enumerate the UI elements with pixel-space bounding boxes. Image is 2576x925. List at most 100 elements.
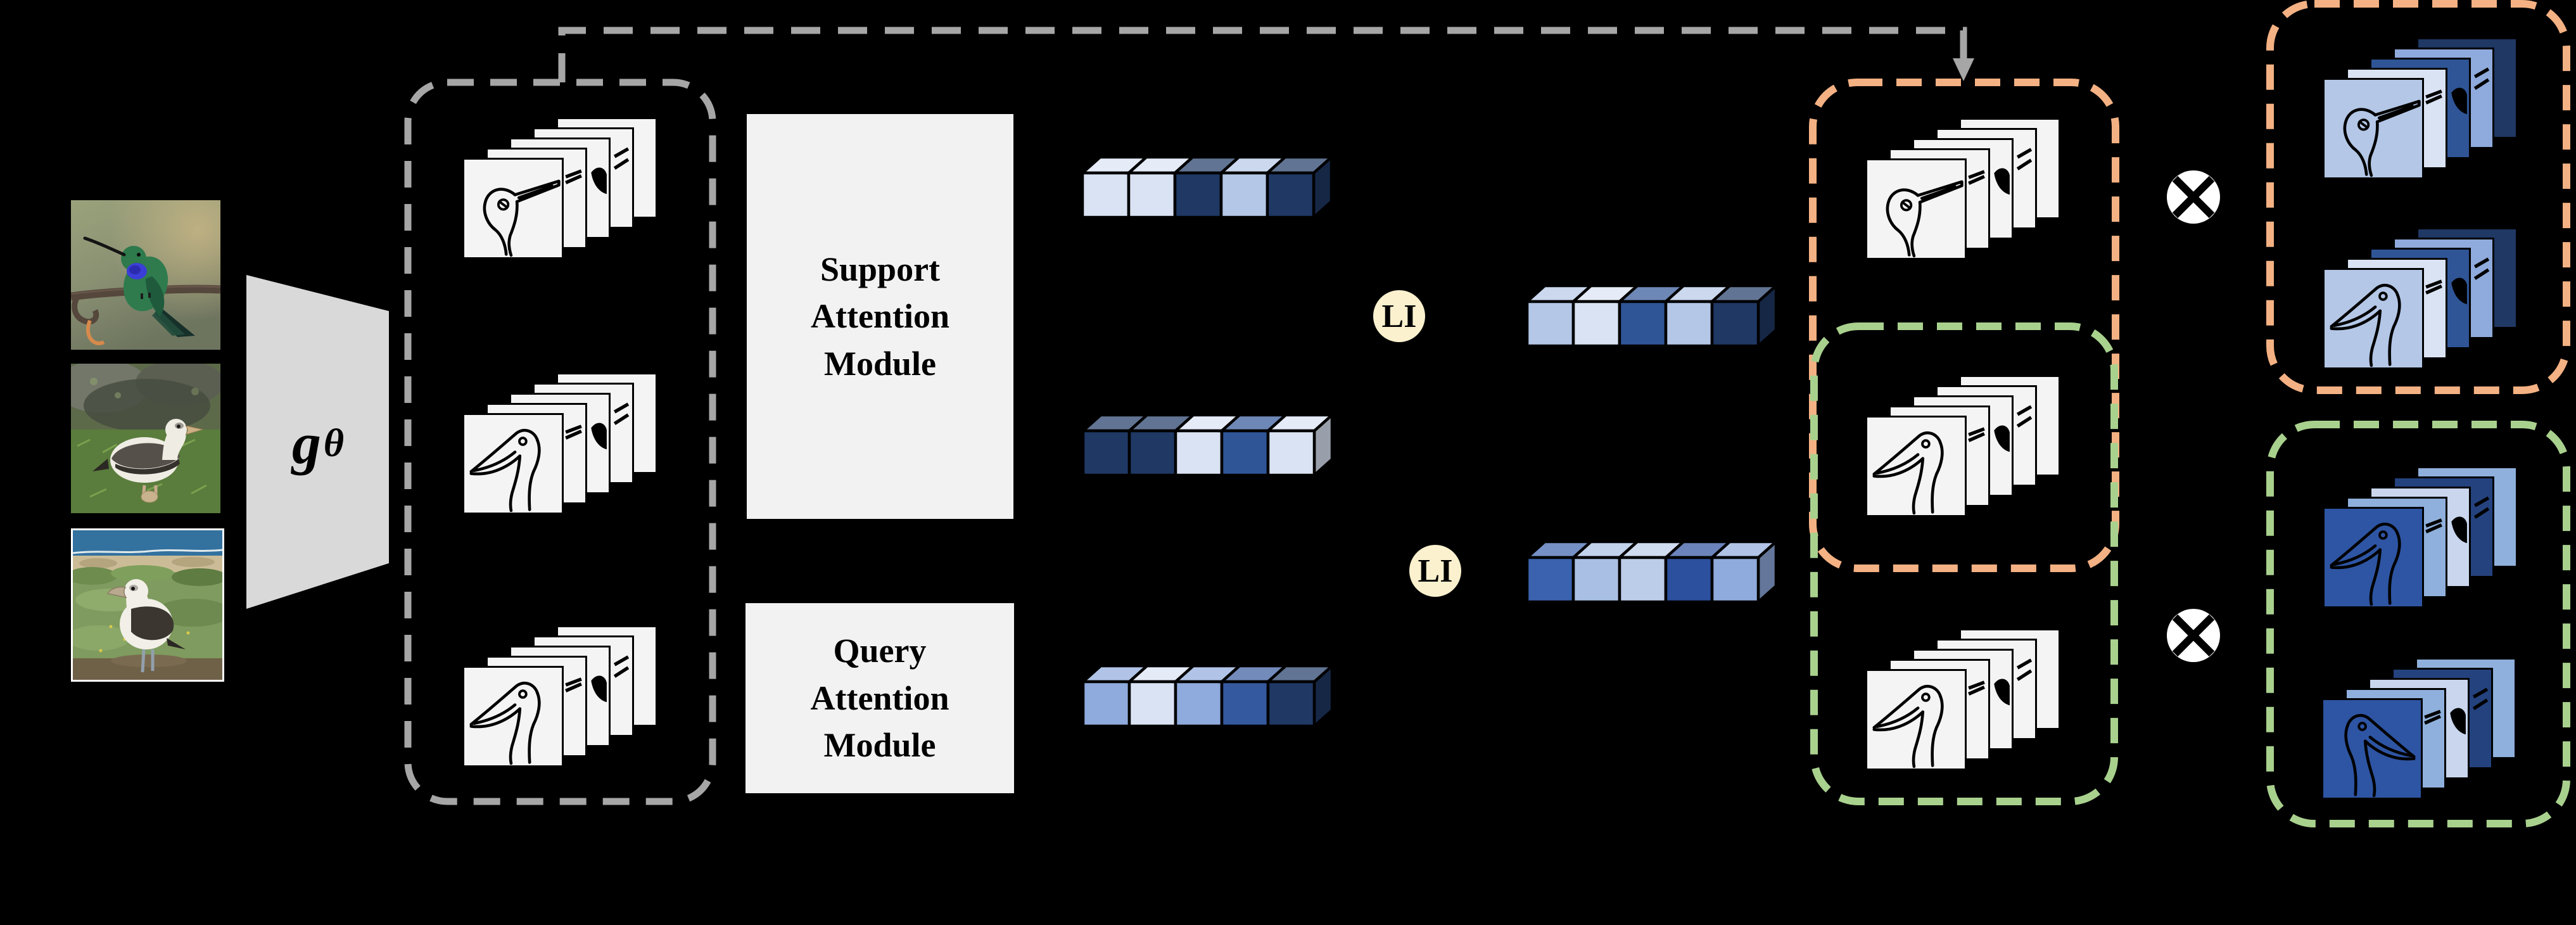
hummingbird-sketch-icon bbox=[483, 179, 561, 257]
feature-map-card bbox=[462, 158, 564, 259]
pelican-sketch-icon bbox=[2330, 522, 2401, 606]
feedback-arrowhead-icon bbox=[1953, 58, 1974, 81]
li-node: LI bbox=[1373, 290, 1425, 342]
input-photo-albatross-standing bbox=[71, 528, 224, 682]
sketch-fragment bbox=[1994, 679, 2010, 706]
pelican-sketch-icon bbox=[469, 428, 541, 513]
hummingbird-sketch-icon bbox=[2343, 99, 2421, 177]
feature-map-card bbox=[462, 413, 564, 514]
sketch-fragment bbox=[2451, 516, 2467, 544]
albatross-walking-photo-art bbox=[71, 364, 220, 513]
vector-cube-front bbox=[1266, 429, 1316, 477]
sketch-fragment bbox=[2016, 658, 2033, 681]
vector-cube-front bbox=[1220, 429, 1270, 477]
query-feature-box-dashed-border bbox=[1810, 322, 2118, 805]
vector-cube-front bbox=[1127, 429, 1177, 477]
support-attention-module-label-line: Support bbox=[820, 250, 941, 288]
support-attended-vector-1 bbox=[1080, 155, 1334, 220]
sketch-fragment bbox=[613, 655, 630, 678]
sketch-fragment bbox=[591, 675, 607, 703]
attended-query-pelican bbox=[1865, 628, 2060, 770]
sketch-fragment bbox=[2451, 278, 2467, 305]
pelican-sketch-icon bbox=[469, 681, 541, 765]
attended-support-hummingbird bbox=[1865, 118, 2060, 260]
sketch-fragment bbox=[2425, 89, 2442, 105]
support-maps-pelican bbox=[462, 373, 657, 514]
sketch-fragment bbox=[565, 677, 582, 692]
vector-cube-front bbox=[1664, 556, 1714, 604]
sketch-fragment bbox=[591, 423, 607, 450]
vector-cube-front bbox=[1174, 429, 1224, 477]
vector-cube-front bbox=[1618, 300, 1668, 348]
otimes-cross bbox=[2172, 614, 2215, 657]
input-photo-albatross-walking bbox=[71, 364, 220, 513]
feature-map-card bbox=[2321, 698, 2423, 800]
input-photo-hummingbird bbox=[71, 200, 220, 350]
sketch-fragment bbox=[1994, 425, 2010, 452]
sketch-fragment bbox=[1968, 680, 1985, 696]
query-maps-pelican bbox=[462, 625, 657, 767]
li-node: LI bbox=[1409, 545, 1461, 597]
vector-cube-front bbox=[1174, 680, 1224, 728]
vector-cube-front bbox=[1220, 680, 1270, 728]
feedback-dashed-line bbox=[558, 27, 1967, 82]
sketch-fragment bbox=[2016, 148, 2033, 170]
hummingbird-photo-art bbox=[71, 200, 220, 350]
pelican-flip-sketch-icon bbox=[2344, 713, 2416, 798]
sketch-fragment bbox=[2425, 518, 2442, 533]
sketch-fragment bbox=[565, 169, 582, 184]
weighted-query-pelican-1 bbox=[2323, 466, 2518, 608]
vector-cube-front bbox=[1081, 171, 1131, 219]
vector-cube-front bbox=[1664, 300, 1714, 348]
vector-cube-front bbox=[1173, 171, 1223, 219]
vector-cube-front bbox=[1525, 556, 1575, 604]
feature-map-card bbox=[2323, 507, 2424, 608]
sketch-fragment bbox=[565, 424, 582, 440]
vector-cube-front bbox=[1081, 429, 1131, 477]
encoder-label-main: g bbox=[291, 411, 321, 476]
li-fused-vector-2 bbox=[1525, 539, 1779, 604]
vector-cube-front bbox=[1127, 171, 1177, 219]
otimes-cross bbox=[2172, 175, 2215, 219]
weighted-query-pelican-2 bbox=[2321, 658, 2516, 800]
query-attention-module-label-line: Attention bbox=[810, 679, 949, 717]
query-attention-module-label-line: Query bbox=[833, 632, 927, 670]
sketch-fragment bbox=[1968, 427, 1985, 442]
otimes-icon bbox=[2167, 609, 2220, 662]
query-attended-vector bbox=[1081, 663, 1335, 729]
pelican-sketch-icon bbox=[1872, 431, 1944, 515]
sketch-fragment bbox=[2473, 496, 2490, 519]
otimes-icon bbox=[2167, 170, 2220, 224]
vector-cube-front bbox=[1571, 300, 1621, 348]
encoder-label-sub: θ bbox=[323, 421, 345, 465]
sketch-fragment bbox=[2016, 405, 2033, 428]
support-attention-module-label-line: Attention bbox=[811, 297, 949, 336]
vector-cube-front bbox=[1266, 680, 1316, 728]
support-attended-vector-2 bbox=[1081, 412, 1335, 478]
feature-map-card bbox=[1865, 158, 1967, 260]
support-maps-hummingbird bbox=[462, 117, 657, 259]
sketch-fragment bbox=[2450, 708, 2466, 735]
sketch-fragment bbox=[1968, 170, 1985, 185]
vector-cube-front bbox=[1266, 171, 1316, 219]
feature-map-card bbox=[1865, 416, 1967, 517]
support-prototype-box-dashed-border bbox=[1809, 79, 2119, 572]
query-attention-module-label-line: Module bbox=[823, 726, 936, 765]
vector-cube-front bbox=[1618, 556, 1668, 604]
vector-cube-front bbox=[1525, 300, 1575, 348]
feature-map-card bbox=[2323, 78, 2424, 179]
feature-map-card bbox=[1865, 669, 1967, 770]
sketch-fragment bbox=[2473, 257, 2490, 280]
li-fused-vector-1 bbox=[1525, 283, 1779, 348]
sketch-fragment bbox=[1994, 168, 2010, 195]
albatross-standing-photo-art bbox=[73, 530, 222, 680]
weighted-support-hummingbird bbox=[2323, 37, 2518, 179]
sketch-fragment bbox=[613, 402, 630, 425]
vector-cube-front bbox=[1081, 680, 1131, 728]
feature-map-card bbox=[2323, 268, 2424, 369]
